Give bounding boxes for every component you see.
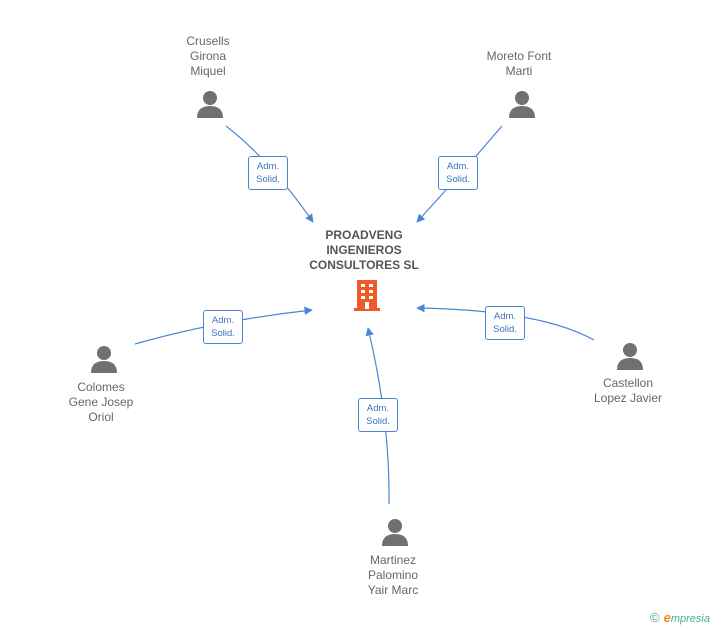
brand-initial: e — [663, 610, 671, 625]
person-name-moreto[interactable]: Moreto Font Marti — [486, 49, 552, 78]
edge-label-colomes: Adm. Solid. — [203, 310, 243, 344]
person-name-castellon[interactable]: Castellon Lopez Javier — [593, 376, 663, 405]
company-name[interactable]: PROADVENG INGENIEROS CONSULTORES SL — [309, 228, 419, 272]
person-name-martinez[interactable]: Martinez Palomino Yair Marc — [367, 553, 419, 597]
edge-label-martinez: Adm. Solid. — [358, 398, 398, 432]
building-icon[interactable] — [352, 278, 382, 312]
copyright-symbol: © — [650, 610, 660, 625]
person-icon[interactable] — [509, 91, 535, 118]
edge-label-moreto: Adm. Solid. — [438, 156, 478, 190]
footer-brand: ©empresia — [650, 610, 710, 625]
edge-label-castellon: Adm. Solid. — [485, 306, 525, 340]
person-icon[interactable] — [617, 343, 643, 370]
person-icon[interactable] — [91, 346, 117, 373]
edge-label-crusells: Adm. Solid. — [248, 156, 288, 190]
person-icon[interactable] — [197, 91, 223, 118]
person-name-crusells[interactable]: Crusells Girona Miquel — [186, 34, 230, 78]
brand-name: mpresia — [670, 613, 710, 625]
person-name-colomes[interactable]: Colomes Gene Josep Oriol — [68, 380, 134, 424]
person-icon[interactable] — [382, 519, 408, 546]
